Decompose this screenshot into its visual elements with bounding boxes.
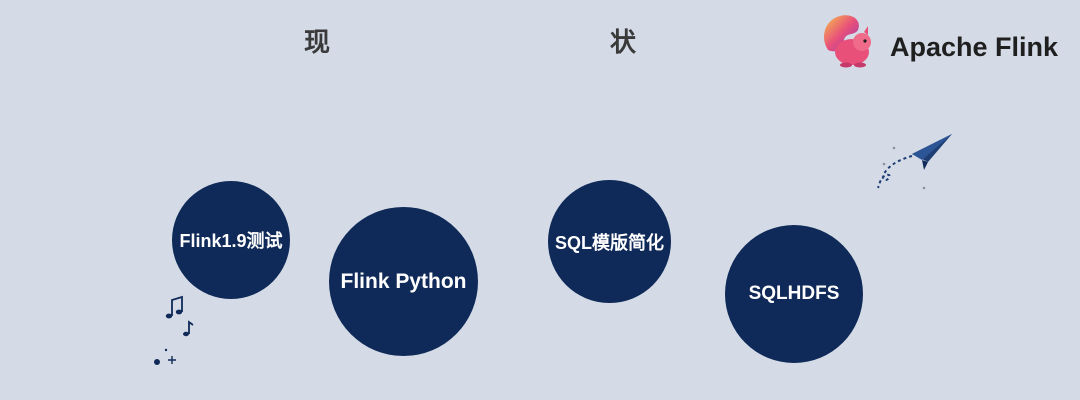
bubble-label: SQLHDFS [748, 283, 840, 304]
brand-logo-area: Apache Flink [818, 10, 1068, 80]
flink-squirrel-logo-icon [824, 15, 871, 68]
bubble-flink19-test: Flink1.9测试 [172, 181, 290, 299]
title-char-left: 现 [304, 28, 331, 58]
bubble-label: Flink1.9测试 [179, 231, 283, 251]
bubble-label: Flink Python [340, 269, 467, 293]
title-char-right: 状 [610, 28, 637, 58]
bubble-sqlhdfs: SQLHDFS [725, 225, 863, 363]
bubble-flink-python: Flink Python [329, 207, 478, 356]
music-notes-icon [154, 295, 194, 365]
bubble-sql-template: SQL模版简化 [548, 180, 671, 303]
brand-name: Apache Flink [890, 32, 1059, 62]
paper-plane-icon [877, 134, 952, 190]
bubble-label: SQL模版简化 [554, 232, 664, 253]
